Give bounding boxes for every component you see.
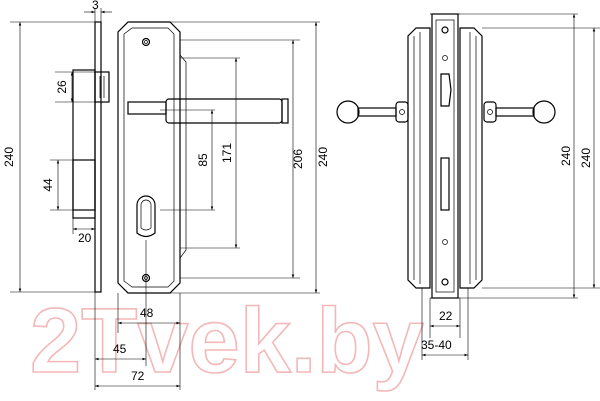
- faceplate-edge: [94, 21, 102, 293]
- faceplate-screw-top: [441, 26, 449, 34]
- dim-206: 206: [291, 149, 305, 169]
- right-view: [336, 13, 600, 360]
- dim-45: 45: [113, 342, 127, 356]
- left-handle-rose: [395, 101, 409, 123]
- top-screw: [141, 37, 151, 47]
- dim-171: 171: [220, 143, 234, 163]
- right-knob: [532, 100, 556, 124]
- dim-85: 85: [196, 153, 210, 167]
- dim-240-r2: 240: [579, 148, 593, 168]
- keyhole: [136, 195, 156, 238]
- escutcheon-outer: [117, 21, 181, 294]
- dim-240-left: 240: [2, 147, 16, 167]
- deadbolt: [72, 159, 96, 211]
- dim-20: 20: [78, 231, 92, 245]
- handle-grip: [165, 98, 283, 124]
- latch-bolt: [94, 71, 110, 103]
- handle-end: [281, 98, 289, 124]
- handle-neck: [127, 101, 167, 115]
- dim-240-mid: 240: [316, 147, 330, 167]
- latch-cutout: [440, 73, 452, 107]
- lock-body: [72, 69, 96, 219]
- faceplate-screw-bottom: [441, 278, 449, 286]
- dim-72: 72: [131, 369, 145, 383]
- dim-3: 3: [92, 0, 99, 12]
- dim-35-40: 35-40: [421, 338, 452, 352]
- dim-22: 22: [439, 309, 453, 323]
- left-view: [10, 8, 320, 390]
- left-handle-shaft: [357, 107, 397, 117]
- left-plate-profile: [407, 27, 431, 289]
- dim-240-r1: 240: [559, 146, 573, 166]
- watermark-text: 2Tvek.by: [30, 290, 424, 392]
- dim-26: 26: [55, 80, 69, 94]
- left-knob: [336, 100, 360, 124]
- right-handle-shaft: [495, 107, 535, 117]
- right-plate-profile: [459, 27, 483, 289]
- dim-48: 48: [140, 306, 154, 320]
- right-handle-rose: [483, 101, 497, 123]
- deadbolt-cutout: [440, 157, 450, 211]
- dim-44: 44: [41, 178, 55, 192]
- escutcheon-inner: [123, 27, 175, 288]
